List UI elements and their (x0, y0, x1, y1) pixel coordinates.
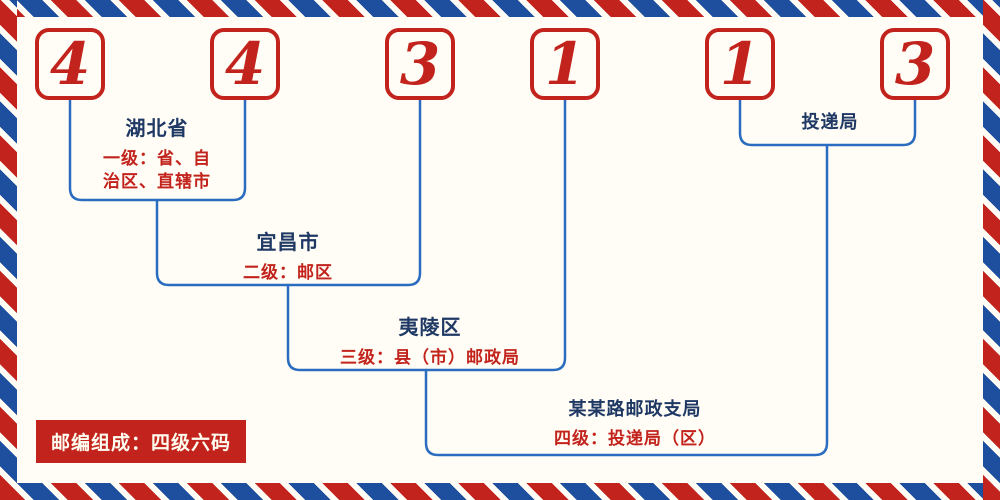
delivery-bureau-name: 投递局 (801, 112, 859, 132)
border-stripe-bottom (0, 483, 1000, 500)
digit-4: 1 (544, 30, 586, 98)
digit-box-6: 3 (880, 28, 950, 100)
label-level4: 某某路邮政支局 四级：投递局（区） (554, 395, 716, 451)
composition-badge: 邮编组成：四级六码 (36, 420, 247, 463)
level2-desc: 二级：邮区 (243, 263, 333, 282)
label-level2: 宜昌市 二级：邮区 (243, 226, 333, 285)
level1-desc-line2: 治区、直辖市 (103, 171, 211, 191)
digit-3: 3 (399, 30, 441, 98)
border-stripe-right (983, 0, 1000, 500)
digit-box-5: 1 (705, 28, 775, 100)
label-level3: 夷陵区 三级：县（市）邮政局 (340, 311, 520, 370)
digit-box-3: 3 (385, 28, 455, 100)
level4-desc: 四级：投递局（区） (554, 429, 716, 448)
digit-2: 4 (224, 30, 266, 98)
level2-name: 宜昌市 (256, 232, 320, 254)
digit-5: 1 (719, 30, 761, 98)
label-delivery-bureau: 投递局 (802, 108, 859, 134)
digit-6: 3 (894, 30, 936, 98)
level3-name: 夷陵区 (398, 317, 462, 339)
digit-box-2: 4 (210, 28, 280, 100)
border-stripe-top (0, 0, 1000, 17)
level1-desc: 一级：省、自 治区、直辖市 (103, 148, 211, 194)
level3-desc: 三级：县（市）邮政局 (340, 348, 520, 367)
level1-desc-line1: 一级：省、自 (103, 149, 211, 168)
digit-box-4: 1 (530, 28, 600, 100)
digit-box-1: 4 (35, 28, 105, 100)
digit-1: 4 (49, 30, 91, 98)
border-stripe-left (0, 0, 17, 500)
label-level1: 湖北省 一级：省、自 治区、直辖市 (103, 112, 211, 194)
level4-name: 某某路邮政支局 (568, 399, 702, 419)
level1-name: 湖北省 (125, 118, 189, 140)
